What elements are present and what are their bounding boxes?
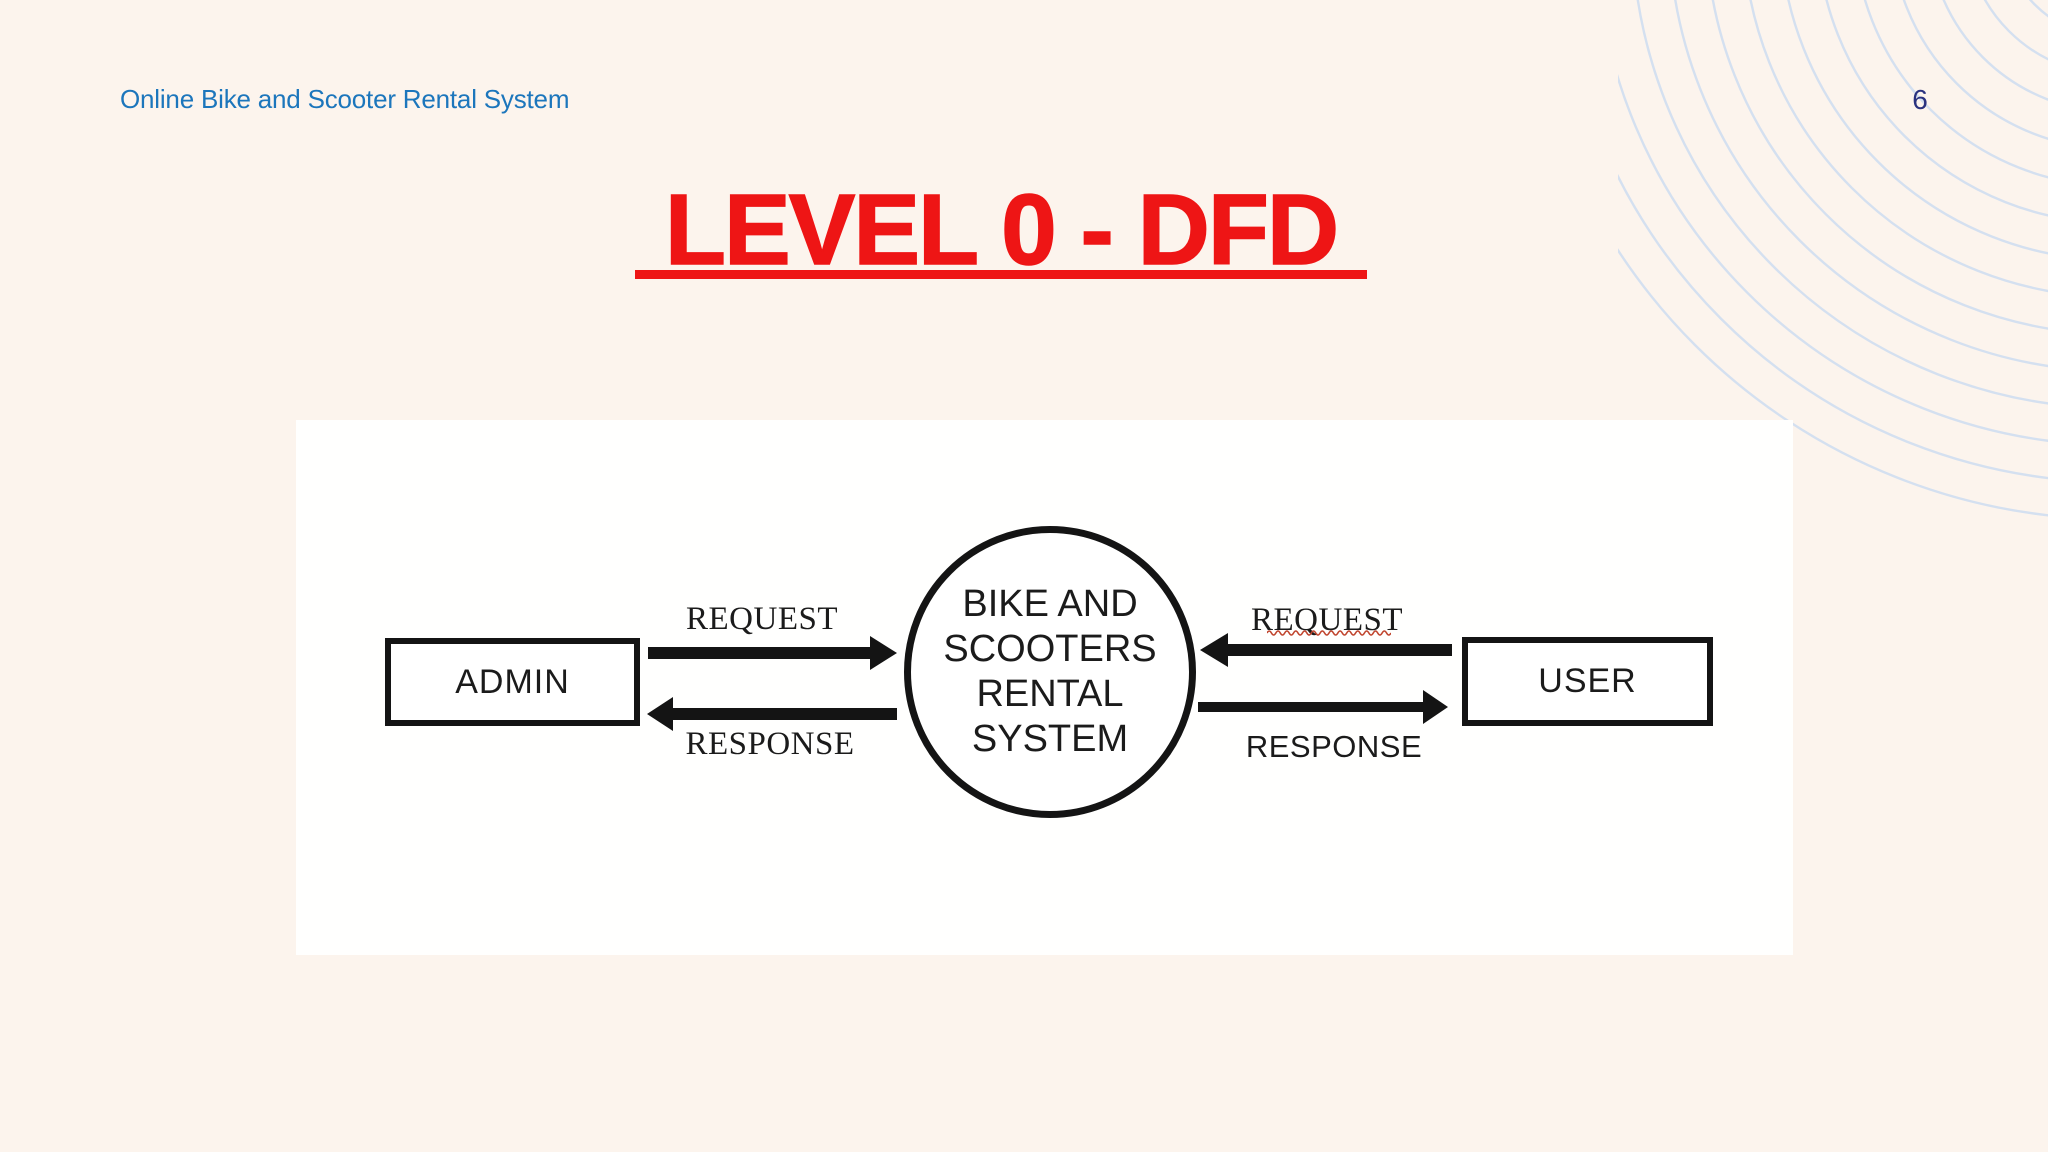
user-response-arrow xyxy=(1198,690,1448,724)
slide-header: Online Bike and Scooter Rental System xyxy=(120,84,570,114)
admin-request-arrow xyxy=(648,636,897,670)
flow-label-admin-response: RESPONSE xyxy=(685,726,855,762)
slide-title-underline xyxy=(635,270,1367,279)
admin-response-arrow xyxy=(647,697,897,731)
entity-admin: ADMIN xyxy=(385,638,640,726)
process-label-line: SCOOTERS xyxy=(943,628,1157,670)
process-label-line: RENTAL xyxy=(976,673,1124,715)
process-label-line: SYSTEM xyxy=(971,718,1129,760)
flow-arrows xyxy=(647,633,1452,731)
slide-title: LEVEL 0 - DFD xyxy=(664,174,1340,286)
entity-user: USER xyxy=(1462,637,1713,726)
flow-label-admin-request: REQUEST xyxy=(686,601,838,637)
process-bike-scooter-rental-system: BIKE AND SCOOTERS RENTAL SYSTEM xyxy=(904,526,1196,818)
user-request-arrow xyxy=(1200,633,1452,667)
entity-admin-label: ADMIN xyxy=(455,662,570,701)
slide-title-wrap: LEVEL 0 - DFD xyxy=(0,174,2002,286)
flow-label-user-response: RESPONSE xyxy=(1245,729,1423,764)
dfd-diagram-panel: ADMIN BIKE AND SCOOTERS RENTAL SYSTEM US… xyxy=(296,420,1793,955)
spellcheck-squiggle-underline xyxy=(1267,630,1391,636)
page-number: 6 xyxy=(1912,84,1928,115)
entity-user-label: USER xyxy=(1538,662,1637,700)
process-label-line: BIKE AND xyxy=(962,583,1138,625)
